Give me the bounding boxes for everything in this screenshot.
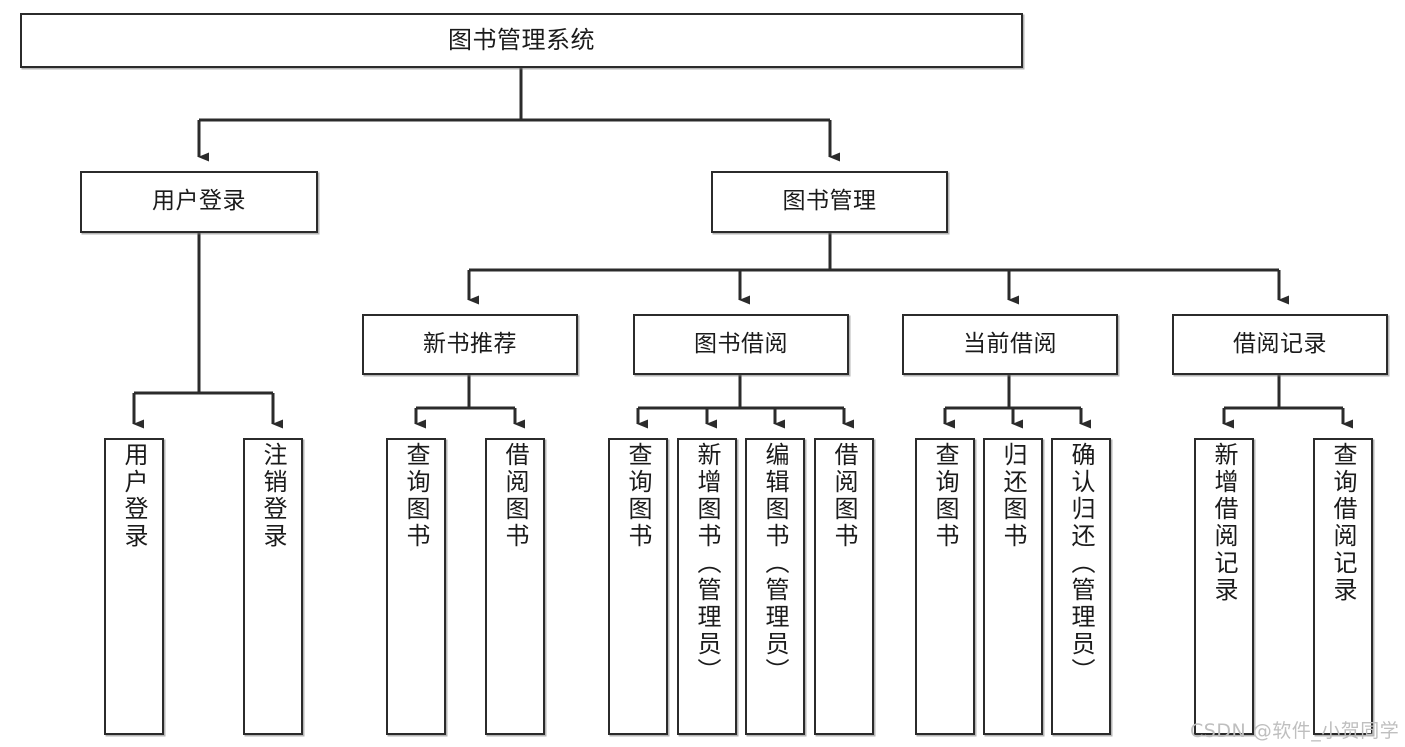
- node-leaf-query-book-brw[interactable]: 查询图书: [608, 438, 668, 735]
- node-leaf-borrow-book-rec[interactable]: 借阅图书: [485, 438, 545, 735]
- node-root[interactable]: 图书管理系统: [20, 13, 1023, 68]
- node-leaf-query-book-cur[interactable]: 查询图书: [915, 438, 975, 735]
- node-book-manage-label: 图书管理: [782, 188, 877, 215]
- node-leaf-query-book-cur-label: 查询图书: [931, 442, 959, 550]
- node-leaf-add-book-label: 新增图书（管理员）: [693, 442, 721, 685]
- node-leaf-add-book[interactable]: 新增图书（管理员）: [677, 438, 737, 735]
- node-leaf-borrow-book-brw[interactable]: 借阅图书: [814, 438, 874, 735]
- node-borrow-record-label: 借阅记录: [1233, 330, 1327, 357]
- node-book-borrow-label: 图书借阅: [694, 330, 788, 357]
- node-book-manage[interactable]: 图书管理: [711, 171, 948, 233]
- node-leaf-logout-label: 注销登录: [259, 442, 287, 550]
- node-leaf-confirm-return[interactable]: 确认归还（管理员）: [1051, 438, 1111, 735]
- node-new-book-recommend[interactable]: 新书推荐: [362, 314, 578, 375]
- node-user-login[interactable]: 用户登录: [80, 171, 318, 233]
- node-leaf-query-book-rec-label: 查询图书: [402, 442, 430, 550]
- node-root-label: 图书管理系统: [448, 26, 595, 55]
- node-current-borrow[interactable]: 当前借阅: [902, 314, 1118, 375]
- node-leaf-query-book-rec[interactable]: 查询图书: [386, 438, 446, 735]
- node-leaf-borrow-book-brw-label: 借阅图书: [830, 442, 858, 550]
- node-borrow-record[interactable]: 借阅记录: [1172, 314, 1388, 375]
- node-leaf-query-record[interactable]: 查询借阅记录: [1313, 438, 1373, 735]
- node-leaf-add-record-label: 新增借阅记录: [1210, 442, 1238, 604]
- node-leaf-edit-book-label: 编辑图书（管理员）: [761, 442, 789, 685]
- node-leaf-borrow-book-rec-label: 借阅图书: [501, 442, 529, 550]
- node-leaf-logout[interactable]: 注销登录: [243, 438, 303, 735]
- node-leaf-return-book[interactable]: 归还图书: [983, 438, 1043, 735]
- node-leaf-query-record-label: 查询借阅记录: [1329, 442, 1357, 604]
- node-leaf-confirm-return-label: 确认归还（管理员）: [1067, 442, 1095, 685]
- node-leaf-return-book-label: 归还图书: [999, 442, 1027, 550]
- node-book-borrow[interactable]: 图书借阅: [633, 314, 849, 375]
- node-new-book-recommend-label: 新书推荐: [423, 330, 517, 357]
- node-leaf-user-login[interactable]: 用户登录: [104, 438, 164, 735]
- node-leaf-query-book-brw-label: 查询图书: [624, 442, 652, 550]
- node-current-borrow-label: 当前借阅: [963, 330, 1057, 357]
- node-leaf-add-record[interactable]: 新增借阅记录: [1194, 438, 1254, 735]
- node-leaf-user-login-label: 用户登录: [120, 442, 148, 550]
- connector-group: [132, 68, 1353, 429]
- node-user-login-label: 用户登录: [152, 188, 246, 215]
- node-leaf-edit-book[interactable]: 编辑图书（管理员）: [745, 438, 805, 735]
